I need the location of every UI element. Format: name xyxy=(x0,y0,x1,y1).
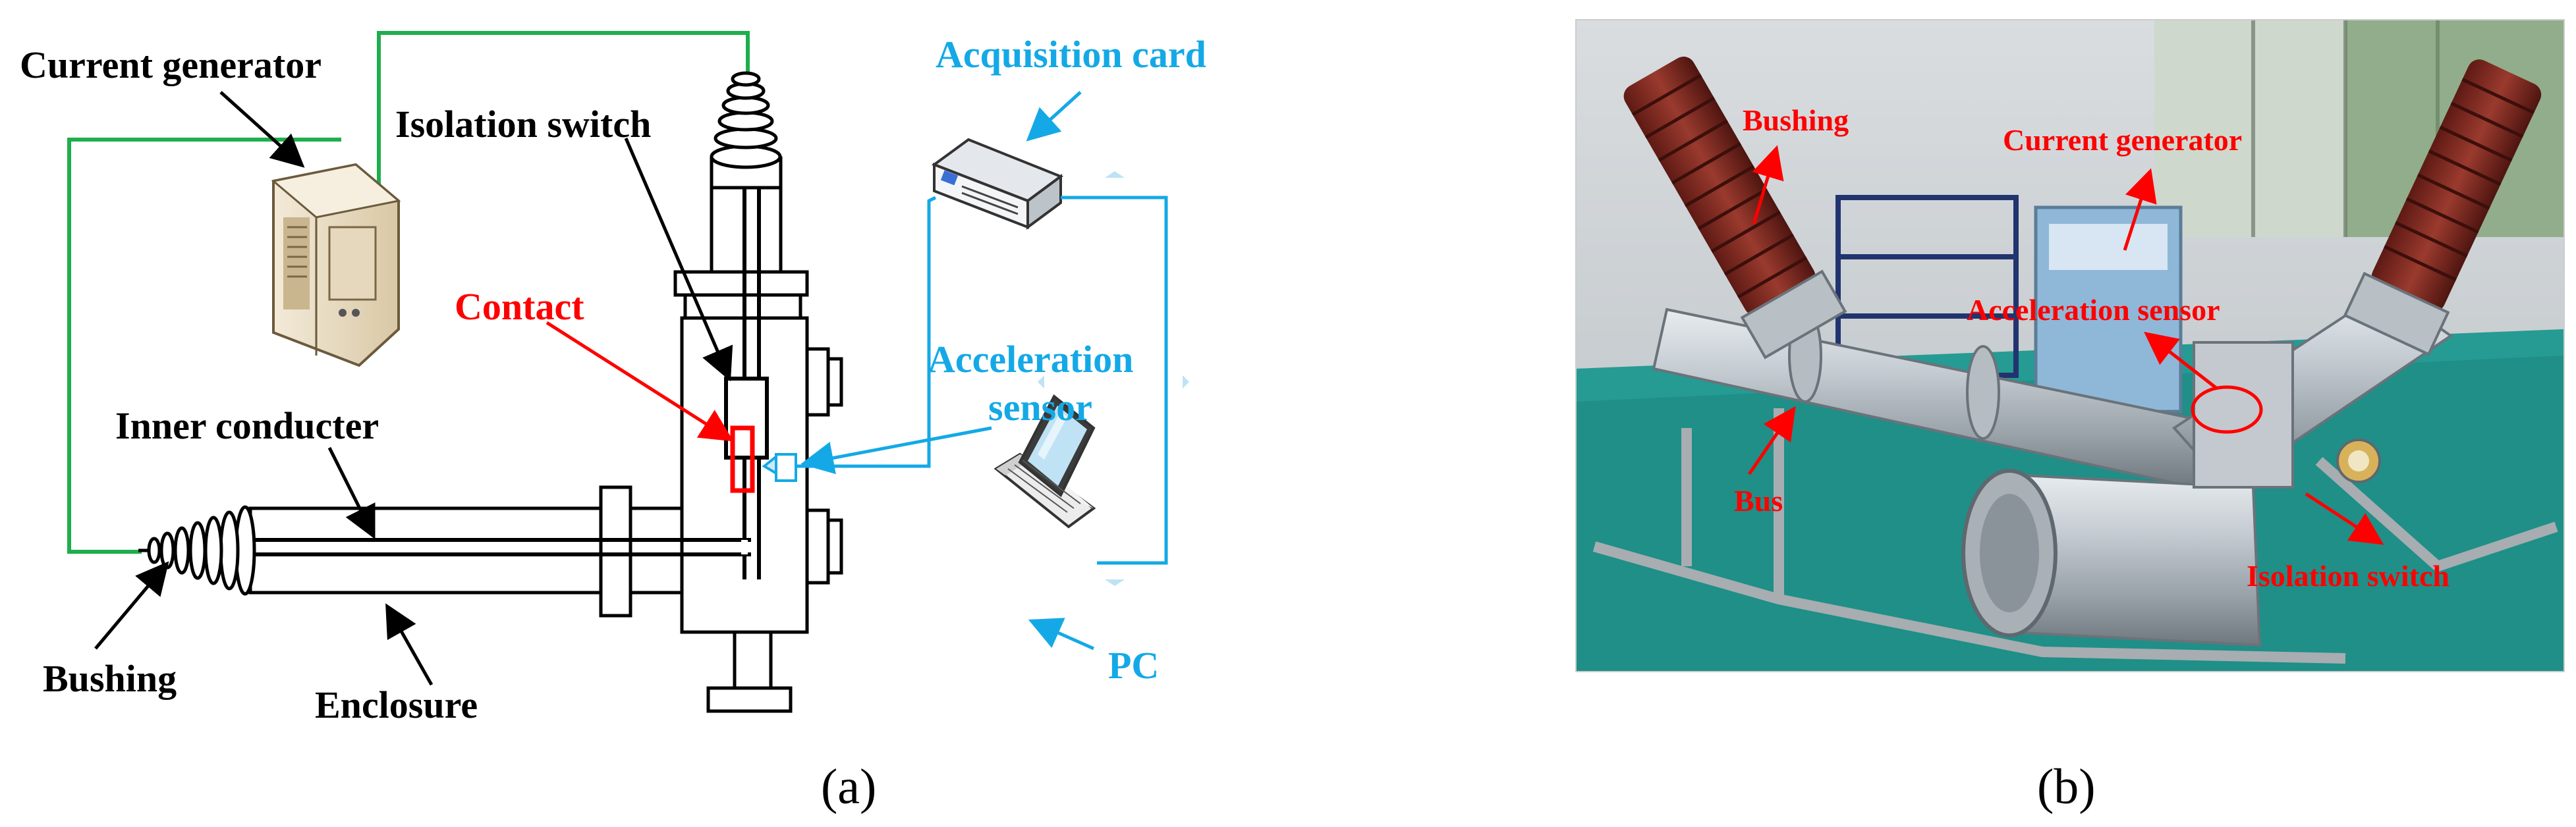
horizontal-enclosure xyxy=(248,485,751,618)
current-generator-icon xyxy=(271,163,401,367)
panel-a-pointer-arrows xyxy=(94,91,1095,686)
label-bushing: Bushing xyxy=(43,657,177,700)
label-inner-conducter: Inner conducter xyxy=(115,404,379,447)
photo-label-isolation-switch: Isolation switch xyxy=(2247,559,2450,593)
label-enclosure: Enclosure xyxy=(315,683,478,726)
label-acceleration-sensor-line2: sensor xyxy=(988,386,1092,429)
label-acceleration-sensor-line1: Acceleration xyxy=(928,338,1133,381)
label-isolation-switch: Isolation switch xyxy=(395,103,651,146)
caption-b: (b) xyxy=(2037,759,2096,814)
label-current-generator: Current generator xyxy=(20,43,322,86)
blue-wires xyxy=(797,196,1168,565)
photo-label-bushing: Bushing xyxy=(1743,103,1849,137)
photo-label-current-generator: Current generator xyxy=(2003,123,2242,157)
isolation-switch-chamber xyxy=(673,186,843,713)
blue-guide-ticks xyxy=(1038,171,1189,586)
label-contact: Contact xyxy=(455,285,584,328)
acceleration-sensor-icon xyxy=(762,453,797,482)
left-bushing-icon xyxy=(138,505,256,596)
label-pc: PC xyxy=(1108,644,1159,687)
caption-a: (a) xyxy=(821,759,876,814)
pc-laptop-icon xyxy=(994,394,1096,529)
panel-a-schematic: Current generator Isolation switch Conta… xyxy=(20,31,1206,814)
acquisition-card-icon xyxy=(931,138,1064,230)
label-acquisition-card: Acquisition card xyxy=(936,33,1206,76)
panel-b-pointer-arrows xyxy=(1747,145,2384,545)
green-wires xyxy=(67,31,750,554)
photo-label-bus: Bus xyxy=(1734,484,1783,518)
panel-b-photo: Bushing Current generator Acceleration s… xyxy=(1575,19,2565,814)
top-bushing-icon xyxy=(710,71,783,190)
photo-label-acceleration-sensor: Acceleration sensor xyxy=(1967,293,2220,327)
